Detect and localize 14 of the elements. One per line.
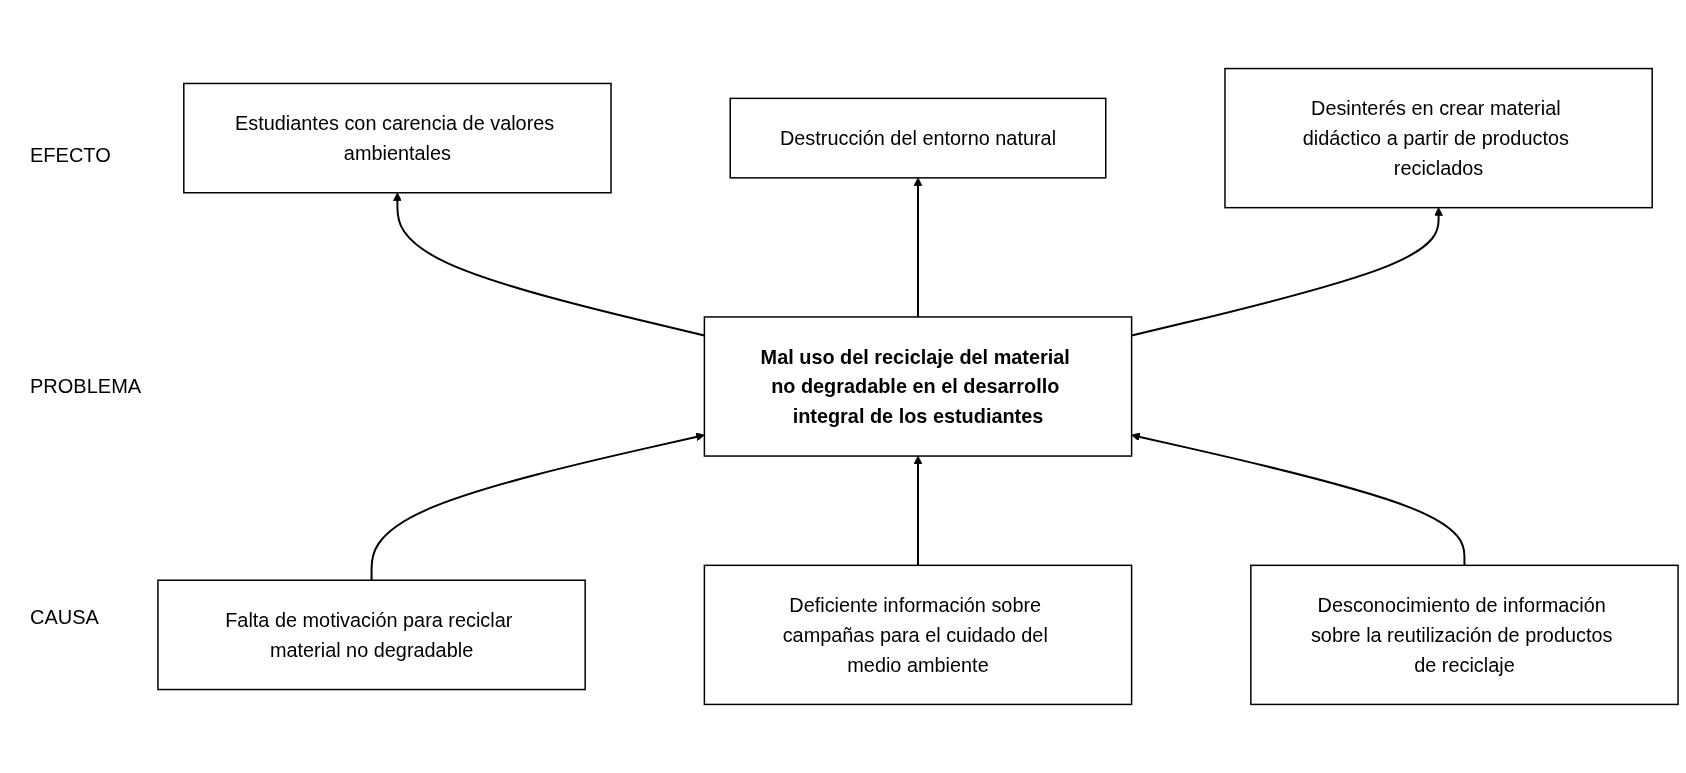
node-box: Deficiente información sobre campañas para el cuidado del medio ambiente	[703, 564, 1133, 706]
node-box: Falta de motivación para reciclar material no degradable	[157, 579, 586, 691]
arrow	[370, 432, 705, 582]
row-label: EFECTO	[29, 144, 112, 167]
node-box: Desconocimiento de información sobre la reutilización de productos de reciclaje	[1250, 564, 1679, 706]
arrow	[1131, 432, 1466, 567]
arrow	[913, 177, 923, 318]
row-label: PROBLEMA	[29, 375, 143, 398]
node-box: Estudiantes con carencia de valores ambientales	[183, 82, 612, 194]
arrow	[913, 455, 923, 567]
node-box: Destrucción del entorno natural	[729, 97, 1107, 179]
row-label: CAUSA	[29, 606, 100, 629]
node-box: Mal uso del reciclaje del material no degradable en el desarrollo integral de los estudiantes	[703, 316, 1133, 457]
node-box: Desinterés en crear material didáctico a partir de productos reciclados	[1224, 67, 1653, 209]
